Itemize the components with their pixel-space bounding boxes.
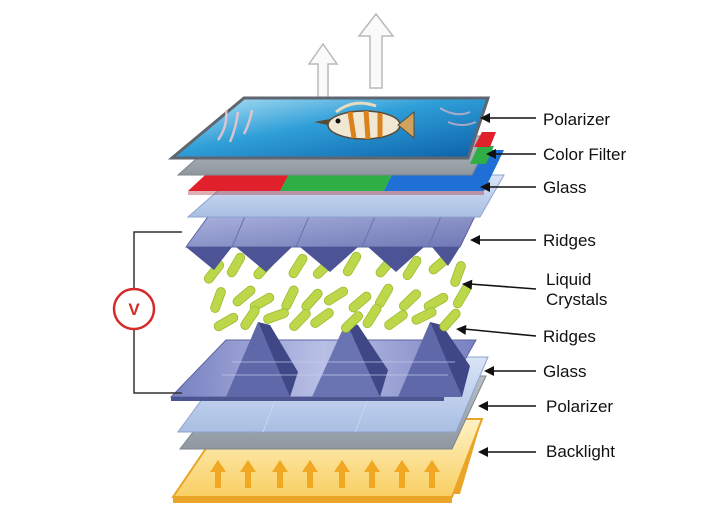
- pointer-arrow-icon: [462, 279, 537, 290]
- crystal-pill: [398, 289, 422, 311]
- label-ridges-bottom: Ridges: [543, 327, 596, 346]
- label-polarizer-bottom: Polarizer: [546, 397, 613, 416]
- crystal-pill: [301, 288, 323, 312]
- crystal-pill: [310, 308, 334, 328]
- crystal-pill: [226, 252, 246, 278]
- pointer-arrow-icon: [478, 401, 536, 411]
- label-liquid: Liquid: [546, 270, 591, 289]
- crystal-pill: [263, 308, 289, 324]
- backlight-arrow-icon: [302, 460, 318, 488]
- crystal-pill: [213, 312, 239, 332]
- label-polarizer-top: Polarizer: [543, 110, 610, 129]
- crystal-pill: [450, 261, 466, 287]
- backlight-arrows: [210, 460, 440, 488]
- pointer-arrow-icon: [470, 235, 536, 245]
- crystal-pill: [362, 303, 382, 329]
- backlight-arrow-icon: [240, 460, 256, 488]
- crystal-pill: [402, 255, 422, 281]
- pointer-arrow-icon: [480, 182, 536, 192]
- backlight-arrow-icon: [272, 460, 288, 488]
- ridges-top-layer: [185, 213, 477, 272]
- pointer-arrow-icon: [486, 149, 536, 159]
- crystal-pill: [323, 286, 349, 306]
- label-crystals: Crystals: [546, 290, 607, 309]
- label-glass-top: Glass: [543, 178, 586, 197]
- label-glass-bottom: Glass: [543, 362, 586, 381]
- pointer-arrow-icon: [478, 447, 536, 457]
- crystal-pill: [232, 285, 256, 307]
- crystal-pill: [288, 253, 308, 279]
- voltage-symbol: V: [128, 300, 140, 319]
- crystal-pill: [348, 291, 372, 313]
- light-arrow-icon: [307, 12, 395, 104]
- label-color-filter: Color Filter: [543, 145, 626, 164]
- crystal-pill: [423, 292, 449, 312]
- pointer-arrow-icon: [480, 113, 536, 123]
- label-pointers: [456, 113, 537, 457]
- crystal-pill: [384, 310, 408, 330]
- fish-image: [216, 101, 477, 143]
- crystal-pill: [342, 251, 362, 277]
- crystal-pill: [439, 308, 461, 332]
- backlight-arrow-icon: [394, 460, 410, 488]
- ridges-bottom-layer: [169, 322, 477, 401]
- crystal-pill: [289, 308, 311, 332]
- backlight-arrow-icon: [364, 460, 380, 488]
- crystal-pill: [281, 285, 299, 311]
- liquid-crystals-layer: [203, 251, 472, 333]
- crystal-pill: [203, 260, 225, 284]
- pointer-arrow-icon: [456, 324, 537, 337]
- crystal-pill: [240, 306, 260, 330]
- voltage-circle-icon: V: [112, 287, 156, 331]
- pointer-arrow-icon: [484, 366, 536, 376]
- crystal-pill: [210, 287, 226, 313]
- crystal-pill: [411, 307, 437, 325]
- polarizer-top-layer: [167, 96, 491, 160]
- layer-labels: Polarizer Color Filter Glass Ridges Liqu…: [543, 110, 626, 461]
- backlight-arrow-icon: [424, 460, 440, 488]
- label-backlight: Backlight: [546, 442, 615, 461]
- backlight-arrow-icon: [334, 460, 350, 488]
- backlight-arrow-icon: [210, 460, 226, 488]
- label-ridges-top: Ridges: [543, 231, 596, 250]
- crystal-pill: [340, 311, 364, 333]
